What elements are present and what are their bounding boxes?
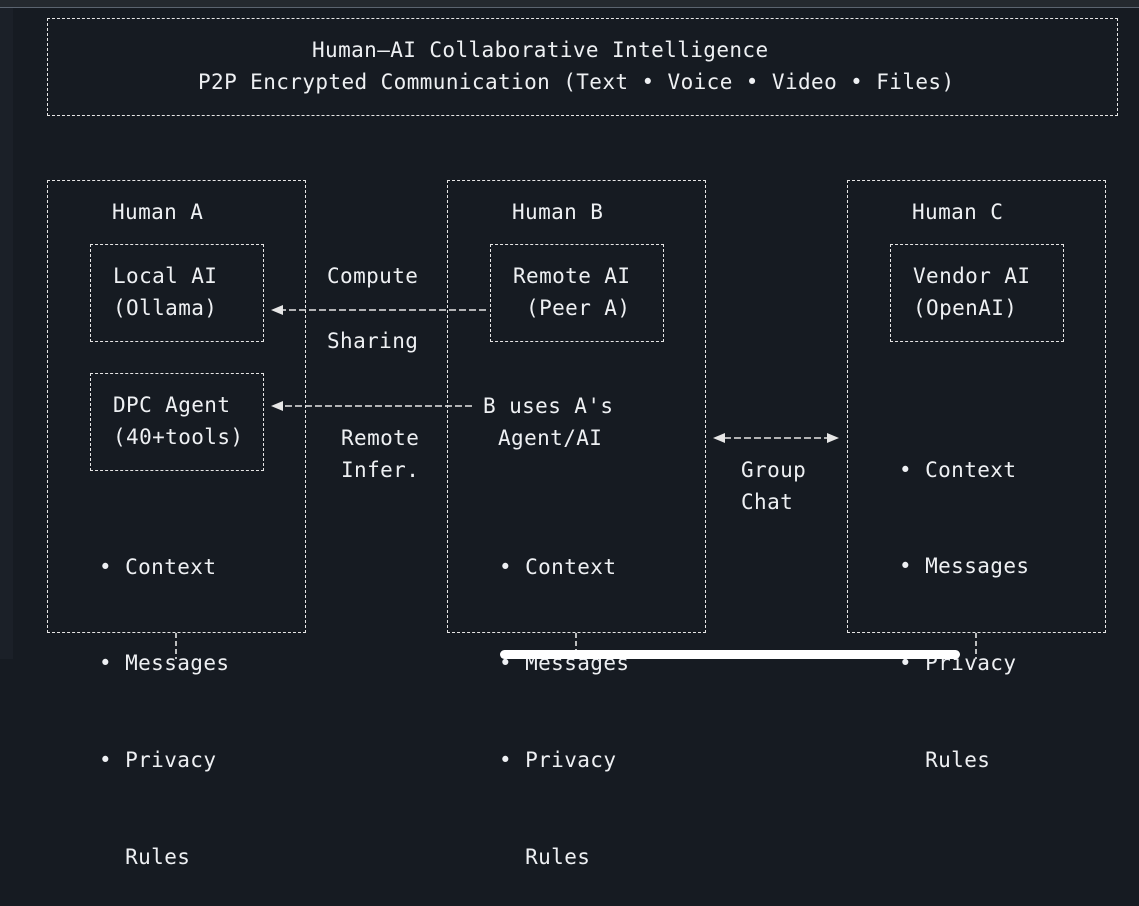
- local-ai-label: Local AI: [113, 264, 218, 288]
- remote-infer-label: Remote: [341, 426, 420, 450]
- dpc-agent-box: [90, 373, 264, 471]
- dpc-agent-tools: (40+tools): [113, 425, 244, 449]
- header-box: [47, 18, 1118, 116]
- list-item: • Context: [499, 554, 617, 579]
- remote-infer-arrow: [271, 401, 472, 411]
- list-item: Rules: [499, 845, 591, 870]
- diagram-title: Human–AI Collaborative Intelligence: [312, 38, 769, 62]
- list-item: • Privacy: [499, 748, 617, 773]
- window-top-bar: [0, 0, 1139, 8]
- list-item: • Context: [899, 457, 1017, 482]
- remote-ai-label: Remote AI: [513, 264, 631, 288]
- bottom-connector-lines: [175, 633, 977, 659]
- diagram-subtitle: P2P Encrypted Communication (Text • Voic…: [198, 70, 955, 94]
- editor-gutter: [0, 8, 13, 659]
- list-item: Rules: [899, 748, 991, 773]
- human-b-label: Human B: [512, 200, 604, 224]
- compute-sharing-label: Compute: [327, 264, 419, 288]
- human-b-note-2: Agent/AI: [498, 426, 603, 450]
- remote-ai-box: [490, 244, 664, 342]
- list-item: • Context: [99, 554, 217, 579]
- remote-ai-peer: (Peer A): [513, 296, 631, 320]
- remote-infer-label-2: Infer.: [341, 458, 420, 482]
- local-ai-provider: (Ollama): [113, 296, 218, 320]
- human-b-note: B uses A's: [483, 394, 614, 418]
- list-item: • Privacy: [99, 748, 217, 773]
- compute-sharing-arrow: [271, 305, 486, 315]
- dpc-agent-label: DPC Agent: [113, 393, 231, 417]
- list-item: • Messages: [899, 554, 1030, 579]
- group-chat-arrow: [713, 433, 839, 443]
- human-c-box: [847, 180, 1106, 633]
- list-item: Rules: [99, 845, 191, 870]
- compute-sharing-label-2: Sharing: [327, 329, 419, 353]
- connector-arrows: [175, 305, 977, 659]
- human-a-label: Human A: [112, 200, 204, 224]
- vendor-ai-label: Vendor AI: [913, 264, 1031, 288]
- group-chat-label-2: Chat: [741, 490, 794, 514]
- human-c-label: Human C: [912, 200, 1004, 224]
- vendor-ai-provider: (OpenAI): [913, 296, 1018, 320]
- horizontal-scrollbar[interactable]: [500, 650, 960, 659]
- group-chat-label: Group: [741, 458, 807, 482]
- vendor-ai-box: [890, 244, 1064, 342]
- local-ai-box: [90, 244, 264, 342]
